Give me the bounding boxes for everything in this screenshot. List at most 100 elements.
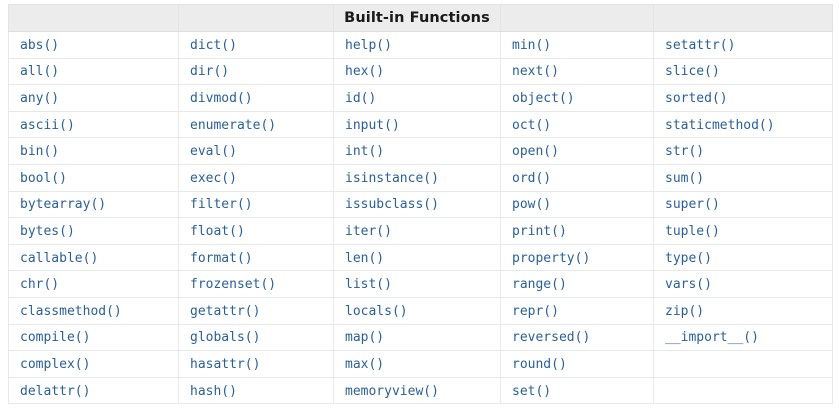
- table-header: Built-in Functions: [8, 4, 833, 32]
- function-link[interactable]: oct(): [512, 117, 552, 133]
- function-link[interactable]: vars(): [665, 277, 712, 293]
- function-cell: sum(): [653, 163, 833, 192]
- function-link[interactable]: ascii(): [20, 117, 75, 133]
- function-link[interactable]: tuple(): [665, 223, 720, 239]
- function-link[interactable]: setattr(): [665, 37, 736, 53]
- function-link[interactable]: chr(): [20, 277, 60, 293]
- function-link[interactable]: repr(): [512, 303, 559, 319]
- function-link[interactable]: globals(): [190, 330, 261, 346]
- function-link[interactable]: hasattr(): [190, 356, 261, 372]
- function-cell: [653, 350, 833, 378]
- function-link[interactable]: eval(): [190, 144, 237, 160]
- function-link[interactable]: classmethod(): [20, 303, 122, 319]
- function-link[interactable]: dict(): [190, 37, 237, 53]
- function-cell: ord(): [500, 163, 654, 192]
- function-cell: tuple(): [653, 217, 833, 245]
- function-link[interactable]: bin(): [20, 144, 60, 160]
- function-link[interactable]: issubclass(): [345, 197, 439, 213]
- function-cell: ascii(): [8, 110, 179, 139]
- function-link[interactable]: range(): [512, 277, 567, 293]
- function-link[interactable]: next(): [512, 64, 559, 80]
- function-cell: print(): [500, 217, 654, 245]
- function-link[interactable]: bool(): [20, 170, 67, 186]
- function-link[interactable]: staticmethod(): [665, 117, 775, 133]
- function-link[interactable]: id(): [345, 90, 377, 106]
- function-link[interactable]: hash(): [190, 383, 237, 399]
- function-link[interactable]: enumerate(): [190, 117, 277, 133]
- function-cell: bytes(): [8, 217, 179, 245]
- function-cell: len(): [333, 243, 501, 272]
- function-cell: input(): [333, 110, 501, 139]
- function-link[interactable]: pow(): [512, 197, 552, 213]
- function-cell: vars(): [653, 270, 833, 298]
- function-link[interactable]: str(): [665, 144, 705, 160]
- table-body: abs() dict() help() min() setattr() all() dir(…: [8, 31, 833, 405]
- function-link[interactable]: exec(): [190, 170, 237, 186]
- table-row: bin() eval() int() open() str(): [8, 137, 833, 165]
- function-link[interactable]: delattr(): [20, 383, 91, 399]
- function-cell: range(): [500, 270, 654, 298]
- table-row: bytes() float() iter() print() tuple(): [8, 217, 833, 245]
- function-link[interactable]: format(): [190, 250, 253, 266]
- function-link[interactable]: open(): [512, 144, 559, 160]
- function-link[interactable]: super(): [665, 197, 720, 213]
- function-cell: zip(): [653, 296, 833, 325]
- function-link[interactable]: getattr(): [190, 303, 261, 319]
- function-link[interactable]: round(): [512, 356, 567, 372]
- function-link[interactable]: compile(): [20, 330, 91, 346]
- header-cell-blank-3: [500, 4, 654, 32]
- function-link[interactable]: zip(): [665, 303, 705, 319]
- function-link[interactable]: min(): [512, 37, 552, 53]
- table-row: abs() dict() help() min() setattr(): [8, 31, 833, 59]
- table-row: chr() frozenset() list() range() vars(): [8, 270, 833, 298]
- function-link[interactable]: sorted(): [665, 90, 728, 106]
- function-link[interactable]: memoryview(): [345, 383, 439, 399]
- function-link[interactable]: int(): [345, 144, 385, 160]
- function-link[interactable]: ord(): [512, 170, 552, 186]
- function-link[interactable]: list(): [345, 277, 392, 293]
- function-link[interactable]: iter(): [345, 223, 392, 239]
- function-link[interactable]: print(): [512, 223, 567, 239]
- function-link[interactable]: abs(): [20, 37, 60, 53]
- function-cell: bytearray(): [8, 190, 179, 219]
- function-link[interactable]: float(): [190, 223, 245, 239]
- function-link[interactable]: property(): [512, 250, 591, 266]
- function-link[interactable]: isinstance(): [345, 170, 439, 186]
- function-link[interactable]: map(): [345, 330, 385, 346]
- function-link[interactable]: reversed(): [512, 330, 591, 346]
- function-cell: callable(): [8, 243, 179, 272]
- function-link[interactable]: help(): [345, 37, 392, 53]
- function-link[interactable]: type(): [665, 250, 712, 266]
- function-link[interactable]: locals(): [345, 303, 408, 319]
- function-link[interactable]: dir(): [190, 64, 230, 80]
- function-link[interactable]: __import__(): [665, 330, 759, 346]
- function-link[interactable]: bytearray(): [20, 197, 107, 213]
- table-row: compile() globals() map() reversed() __impor…: [8, 323, 833, 352]
- function-link[interactable]: filter(): [190, 197, 253, 213]
- function-cell: dir(): [178, 57, 334, 86]
- function-link[interactable]: divmod(): [190, 90, 253, 106]
- function-link[interactable]: complex(): [20, 356, 91, 372]
- function-link[interactable]: max(): [345, 356, 385, 372]
- function-cell: chr(): [8, 270, 179, 298]
- function-cell: bin(): [8, 137, 179, 165]
- function-link[interactable]: any(): [20, 90, 60, 106]
- function-link[interactable]: sum(): [665, 170, 705, 186]
- function-cell: format(): [178, 243, 334, 272]
- function-link[interactable]: slice(): [665, 64, 720, 80]
- function-link[interactable]: callable(): [20, 250, 99, 266]
- function-link[interactable]: bytes(): [20, 223, 75, 239]
- function-cell: super(): [653, 190, 833, 219]
- function-link[interactable]: frozenset(): [190, 277, 277, 293]
- function-link[interactable]: len(): [345, 250, 385, 266]
- function-link[interactable]: hex(): [345, 64, 385, 80]
- function-cell: globals(): [178, 323, 334, 352]
- function-link[interactable]: set(): [512, 383, 552, 399]
- function-link[interactable]: all(): [20, 64, 60, 80]
- function-link[interactable]: input(): [345, 117, 400, 133]
- function-cell: int(): [333, 137, 501, 165]
- table-row: ascii() enumerate() input() oct() staticmeth…: [8, 110, 833, 139]
- function-link[interactable]: object(): [512, 90, 575, 106]
- function-cell: str(): [653, 137, 833, 165]
